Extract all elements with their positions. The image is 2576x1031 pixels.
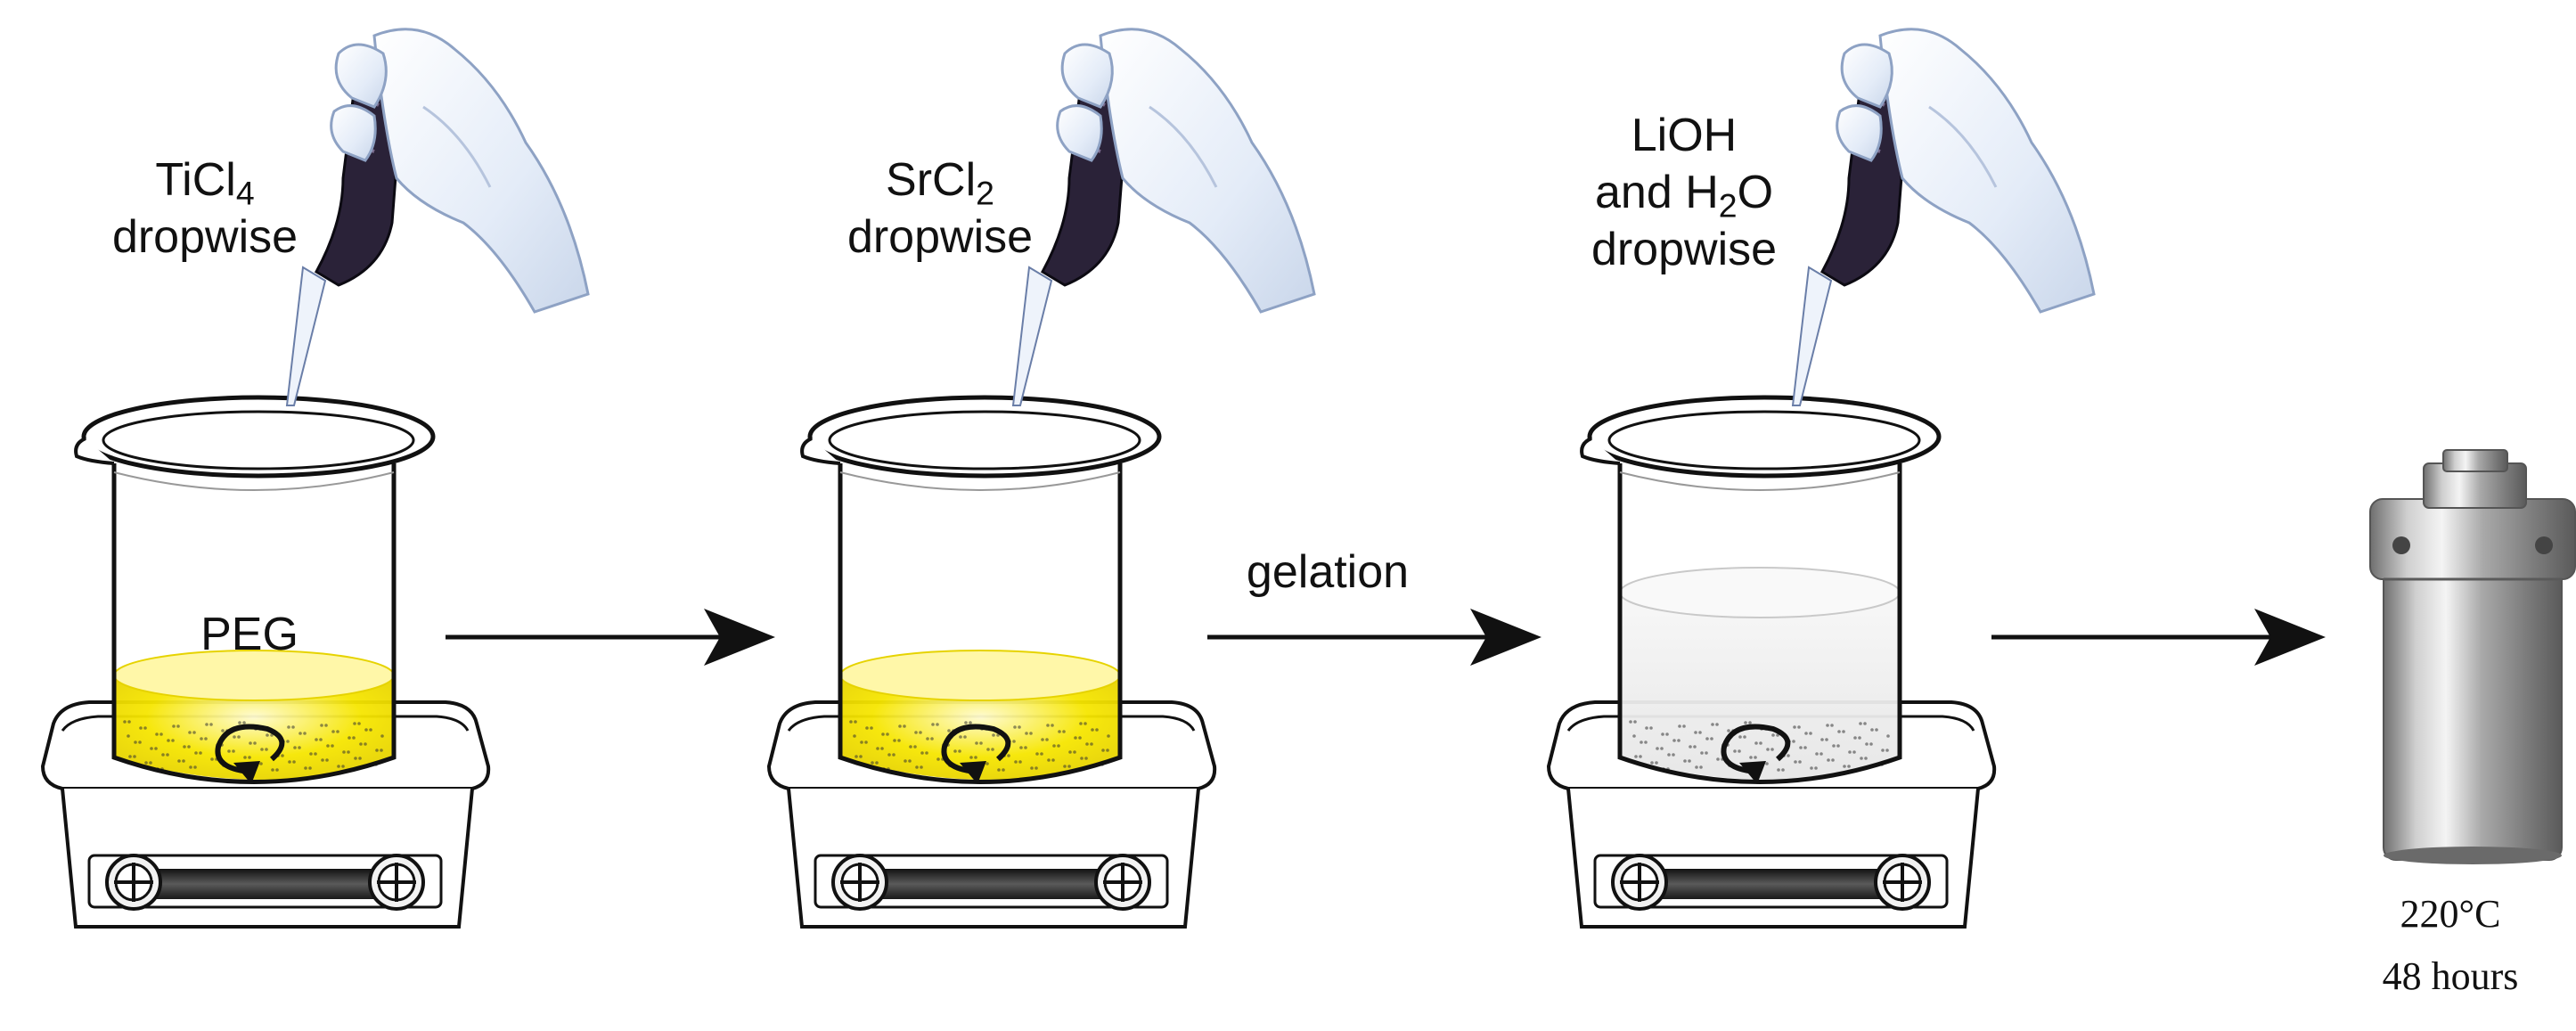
- glove: [1056, 28, 1316, 314]
- beaker: [800, 395, 1162, 784]
- setup-1: [40, 28, 590, 929]
- gelation-label: gelation: [1246, 546, 1410, 598]
- glove: [1836, 28, 2096, 314]
- pipette: [1791, 67, 1910, 406]
- beaker: [74, 395, 436, 784]
- step1-reagent-label: TiCl4 dropwise: [71, 151, 339, 266]
- step3-action-label: dropwise: [1591, 224, 1778, 275]
- stirring-arrow: [215, 724, 285, 784]
- process-arrow-3: [1991, 609, 2326, 666]
- left-knob: [831, 854, 888, 911]
- process-arrow-2: [1207, 609, 1542, 666]
- liquid-surface: [839, 650, 1121, 701]
- liquid-surface: [1619, 567, 1901, 618]
- temperature-label: 220°C: [2400, 892, 2501, 936]
- beaker-rim: [1587, 395, 1942, 479]
- pipette: [1011, 67, 1131, 406]
- left-knob: [105, 854, 162, 911]
- right-knob: [1094, 854, 1151, 911]
- autoclave-vessel: [2369, 449, 2576, 864]
- left-knob: [1611, 854, 1668, 911]
- step2-reagent-label: SrCl2 dropwise: [806, 151, 1074, 266]
- setup-2: [766, 28, 1316, 929]
- beaker: [1580, 395, 1942, 784]
- beaker-spout: [1580, 437, 1621, 465]
- beaker-spout: [74, 437, 115, 465]
- liquid: [1620, 593, 1900, 780]
- process-arrow-1: [446, 609, 775, 666]
- pipette-tip: [285, 266, 327, 406]
- step2-action-label: dropwise: [846, 211, 1034, 263]
- right-knob: [1874, 854, 1931, 911]
- step1-action-label: dropwise: [111, 211, 298, 263]
- step3-reagent-label: LiOH and H2O dropwise: [1550, 107, 1818, 278]
- stirring-arrow: [941, 724, 1011, 784]
- beaker-contents-label: PEG: [200, 609, 298, 660]
- right-knob: [368, 854, 425, 911]
- stirring-arrow: [1721, 724, 1791, 784]
- pipette-tip: [1791, 266, 1833, 406]
- beaker-rim: [81, 395, 436, 479]
- pipette-tip: [1011, 266, 1053, 406]
- beaker-spout: [800, 437, 841, 465]
- glove: [330, 28, 590, 314]
- duration-label: 48 hours: [2382, 954, 2519, 998]
- setup-3: [1546, 28, 2096, 929]
- pipette: [285, 67, 405, 406]
- beaker-rim: [807, 395, 1162, 479]
